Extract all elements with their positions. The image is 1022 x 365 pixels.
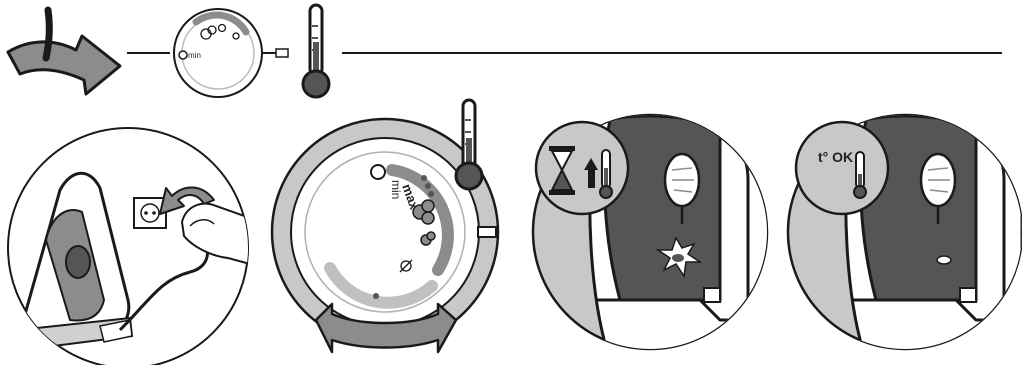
dial-min-label: min	[389, 180, 403, 199]
rotate-arrows-icon	[314, 302, 458, 354]
dial-min-marker	[370, 164, 386, 180]
ok-thermometer-icon	[853, 151, 867, 199]
step-1-plug-in-panel	[7, 127, 249, 365]
small-dial-min-label: min	[188, 51, 201, 60]
steam-symbols-icon	[200, 23, 240, 40]
steam-cloud-icon	[412, 199, 435, 225]
no-steam-icon	[399, 259, 413, 273]
indicator-light-on-icon	[655, 236, 703, 279]
step-2-temperature-dial-panel: min max	[270, 98, 500, 354]
temperature-ok-inset: t° OK	[794, 120, 890, 216]
temperature-ok-label: t° OK	[818, 149, 853, 165]
heating-status-inset	[534, 120, 630, 216]
steam-iron-icon	[16, 171, 134, 352]
small-steam-cloud-icon	[420, 231, 436, 246]
step-4-temperature-ok-panel: t° OK	[786, 113, 1022, 351]
temperature-rising-arrow-icon	[584, 158, 598, 188]
dial-pointer	[477, 226, 497, 238]
inset-thermometer-icon	[599, 149, 613, 199]
indicator-light-off-icon	[936, 255, 952, 265]
plug-in-arrow-icon	[159, 186, 215, 215]
curved-arrow-icon	[6, 6, 122, 96]
step-3-heating-panel	[531, 113, 769, 351]
dial-thermometer-icon	[454, 98, 484, 191]
thermometer-icon	[301, 3, 331, 99]
small-temperature-dial-icon: min	[173, 8, 289, 98]
heat-dots-icon	[421, 175, 434, 197]
top-strip: min	[6, 3, 1002, 99]
hand-with-plug-icon	[180, 202, 248, 266]
hourglass-icon	[549, 146, 575, 195]
